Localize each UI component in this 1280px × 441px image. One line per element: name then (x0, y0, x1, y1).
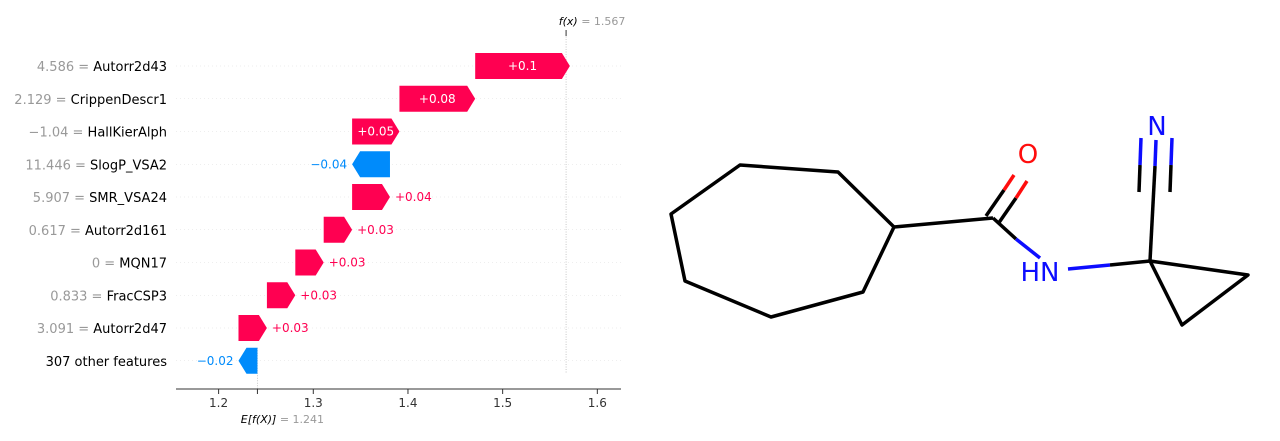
contribution-label: +0.05 (357, 125, 394, 139)
carbonyl-double-bond (984, 174, 1029, 225)
base-value-number: = 1.241 (280, 413, 324, 426)
x-tick-label: 1.6 (588, 396, 607, 410)
atom-label-nitrile-nitrogen: N (1147, 112, 1166, 142)
bond-carbonyl-nitrogen (991, 216, 1018, 241)
feature-value: −1.04 = (29, 126, 88, 141)
waterfall-bar-autorr2d47 (238, 315, 267, 341)
contribution-label: −0.04 (310, 157, 347, 171)
waterfall-bar-crippendescr1 (399, 85, 476, 112)
cyclopropane-ring (1148, 259, 1250, 327)
feature-name: Autorr2d43 (93, 60, 167, 75)
feature-value: 2.129 = (14, 93, 70, 108)
feature-name: HallKierAlph (88, 126, 167, 141)
waterfall-bar-slogp-vsa2 (352, 151, 390, 178)
contribution-label: +0.08 (419, 92, 456, 106)
contribution-label: +0.03 (300, 288, 337, 302)
bond-nitrogen-quaternary (1067, 263, 1111, 271)
waterfall-bar-fraccsp3 (266, 282, 296, 309)
feature-label: 5.907 = SMR_VSA24 (33, 191, 167, 206)
feature-label: 0.617 = Autorr2d161 (29, 224, 167, 239)
feature-label: 11.446 = SlogP_VSA2 (25, 158, 167, 173)
base-value-annotation: E[f(X)] = 1.241 (241, 413, 324, 426)
feature-value: 11.446 = (25, 158, 90, 173)
contribution-label: +0.1 (508, 59, 537, 73)
feature-name: SMR_VSA24 (89, 191, 167, 206)
feature-label: 2.129 = CrippenDescr1 (14, 93, 167, 108)
waterfall-bar-307-other-features (238, 347, 258, 374)
atom-label-amide-nh: HN (1021, 258, 1060, 288)
feature-value: 5.907 = (33, 191, 89, 206)
feature-value: 0.617 = (29, 224, 85, 239)
contribution-label: +0.03 (357, 223, 394, 237)
feature-value: 0 = (92, 257, 119, 272)
x-tick-label: 1.4 (398, 396, 417, 410)
waterfall-bar-smr-vsa24 (352, 184, 390, 210)
waterfall-bar-mqn17 (295, 249, 324, 276)
x-tick-label: 1.2 (209, 396, 228, 410)
feature-name: SlogP_VSA2 (90, 158, 167, 173)
feature-label: −1.04 = HallKierAlph (29, 126, 167, 141)
final-value-annotation: f(x) = 1.567 (559, 15, 626, 28)
feature-label: 0 = MQN17 (92, 257, 167, 272)
final-value-expr: f(x) (559, 15, 581, 28)
waterfall-bar-autorr2d161 (323, 216, 353, 243)
molecule-structure: O N HN (669, 112, 1250, 327)
x-tick-label: 1.5 (493, 396, 512, 410)
feature-label: 307 other features (46, 355, 168, 370)
feature-label: 3.091 = Autorr2d47 (37, 322, 167, 337)
contribution-label: +0.04 (395, 190, 432, 204)
feature-label: 0.833 = FracCSP3 (50, 289, 167, 304)
contribution-label: +0.03 (272, 321, 309, 335)
nitrile-triple-bond (1137, 137, 1174, 262)
feature-name: CrippenDescr1 (71, 93, 167, 108)
atom-label-oxygen: O (1018, 140, 1038, 170)
feature-name: 307 other features (46, 355, 168, 370)
base-value-expr: E[f(X)] (241, 413, 280, 426)
shap-waterfall-chart: +0.1 4.586 = Autorr2d43 +0.08 2.129 = Cripp… (14, 15, 626, 426)
bond-carbonyl-nitrogen-blue (1014, 237, 1042, 260)
feature-name: Autorr2d47 (93, 322, 167, 337)
final-value-number: = 1.567 (581, 15, 625, 28)
feature-name: MQN17 (119, 257, 167, 272)
bond-nitrogen-quaternary-black (1109, 259, 1151, 267)
bond-ring-carbonyl (893, 216, 994, 229)
cycloheptane-ring (669, 163, 896, 319)
feature-value: 0.833 = (50, 289, 106, 304)
feature-value: 3.091 = (37, 322, 93, 337)
feature-name: FracCSP3 (107, 289, 167, 304)
feature-name: Autorr2d161 (85, 224, 167, 239)
x-tick-label: 1.3 (304, 396, 323, 410)
waterfall-bar-hallkieralph (352, 118, 400, 145)
contribution-label: +0.03 (329, 256, 366, 270)
feature-value: 4.586 = (37, 60, 93, 75)
waterfall-bar-autorr2d43 (475, 53, 570, 79)
feature-label: 4.586 = Autorr2d43 (37, 60, 167, 75)
contribution-label: −0.02 (197, 354, 234, 368)
